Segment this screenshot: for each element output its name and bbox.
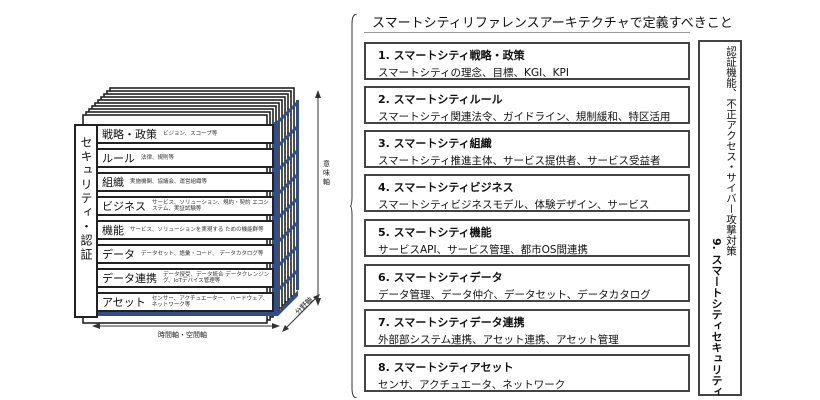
item-title: 5. スマートシティ機能 [378, 226, 492, 239]
layer-name: 機能 [102, 224, 124, 237]
item-strategy: 1. スマートシティ戦略・政策 スマートシティの理念、目標、KGI、KPI [364, 42, 690, 80]
layer-name: ビジネス [102, 200, 146, 213]
item-title: 6. スマートシティデータ [378, 271, 503, 284]
layer-desc: データセット、語彙・コード、 データカタログ等 [141, 250, 264, 257]
layer-name: ルール [102, 152, 135, 165]
layer-asset: アセット センサー、アクチュエーター、 ハードウェア、ネットワーク等 [96, 292, 274, 312]
item-data: 6. スマートシティデータ データ管理、データ仲介、データセット、データカタログ [364, 264, 690, 302]
item-sub: スマートシティ関連法令、ガイドライン、規制緩和、特区活用 [378, 111, 671, 123]
layer-desc: 法律、規則等 [141, 154, 175, 161]
layer-name: 戦略・政策 [102, 128, 157, 141]
item-sub: データ管理、データ仲介、データセット、データカタログ [378, 289, 651, 301]
security-title: 9. スマートシティセキュリティ [710, 238, 723, 397]
security-sub: 認証機能、不正アクセス・サイバー攻撃対策 [725, 46, 737, 256]
item-title: 7. スマートシティデータ連携 [378, 316, 525, 329]
item-title: 2. スマートシティルール [378, 93, 503, 106]
layer-data: データ データセット、語彙・コード、 データカタログ等 [96, 244, 274, 264]
definition-panel: スマートシティリファレンスアーキテクチャで定義すべきこと 1. スマートシティ戦… [350, 0, 810, 400]
layer-desc: 実施機関、協議会、運営組織等 [130, 178, 208, 185]
layer-data-linkage: データ連携 データ授受、データ統合 データクレンジング、IoTデバイス管理等 [96, 268, 274, 288]
item-title: 4. スマートシティビジネス [378, 181, 514, 194]
layer-diagram: セキュリティ・認証 戦略・政策 ビジョン、スコープ等 ルール 法律、規則等 組織… [0, 0, 340, 400]
layer-business: ビジネス サービス、ソリューション、規約・契約 エコシステム、実証試験等 [96, 196, 274, 216]
title-underline [364, 32, 690, 33]
layer-name: 組織 [102, 176, 124, 189]
layer-desc: サービス、ソリューション、規約・契約 エコシステム、実証試験等 [152, 199, 269, 213]
layer-organization: 組織 実施機関、協議会、運営組織等 [96, 172, 274, 192]
security-column: セキュリティ・認証 [74, 124, 98, 318]
layer-desc: サービス、ソリューションを実現する ための機能群等 [130, 226, 264, 233]
axis-time-label: 時間軸・空間軸 [158, 331, 207, 339]
layer-desc: ビジョン、スコープ等 [163, 130, 218, 137]
item-function: 5. スマートシティ機能 サービスAPI、サービス管理、都市OS間連携 [364, 219, 690, 257]
item-rule: 2. スマートシティルール スマートシティ関連法令、ガイドライン、規制緩和、特区… [364, 86, 690, 124]
panel-title: スマートシティリファレンスアーキテクチャで定義すべきこと [372, 16, 733, 31]
item-sub: スマートシティビジネスモデル、体験デザイン、サービス [378, 199, 650, 211]
layer-name: アセット [102, 296, 146, 309]
item-business: 4. スマートシティビジネス スマートシティビジネスモデル、体験デザイン、サービ… [364, 174, 690, 212]
item-sub: スマートシティ推進主体、サービス提供者、サービス受益者 [378, 155, 661, 167]
layer-name: データ連携 [102, 272, 157, 285]
layer-desc: データ授受、データ統合 データクレンジング、IoTデバイス管理等 [163, 271, 270, 285]
item-security: 認証機能、不正アクセス・サイバー攻撃対策 9. スマートシティセキュリティ [698, 40, 742, 397]
axis-meaning-label: 意味軸 [323, 160, 330, 186]
item-sub: 外部部システム連携、アセット連携、アセット管理 [378, 334, 619, 346]
item-sub: スマートシティの理念、目標、KGI、KPI [378, 67, 569, 79]
layer-strategy: 戦略・政策 ビジョン、スコープ等 [96, 124, 274, 144]
curly-brace [350, 14, 358, 398]
item-sub: センサ、アクチュエータ、ネットワーク [378, 379, 566, 391]
layer-rule: ルール 法律、規則等 [96, 148, 274, 168]
item-organization: 3. スマートシティ組織 スマートシティ推進主体、サービス提供者、サービス受益者 [364, 130, 690, 168]
layer-function: 機能 サービス、ソリューションを実現する ための機能群等 [96, 220, 274, 240]
item-sub: サービスAPI、サービス管理、都市OS間連携 [378, 244, 589, 256]
layer-name: データ [102, 248, 135, 261]
item-title: 8. スマートシティアセット [378, 361, 514, 374]
layer-desc: センサー、アクチュエーター、 ハードウェア、ネットワーク等 [151, 295, 269, 309]
item-asset: 8. スマートシティアセット センサ、アクチュエータ、ネットワーク [364, 354, 690, 392]
security-column-label: セキュリティ・認証 [79, 136, 93, 262]
item-title: 1. スマートシティ戦略・政策 [378, 49, 525, 62]
item-data-linkage: 7. スマートシティデータ連携 外部部システム連携、アセット連携、アセット管理 [364, 309, 690, 347]
item-title: 3. スマートシティ組織 [378, 137, 492, 150]
